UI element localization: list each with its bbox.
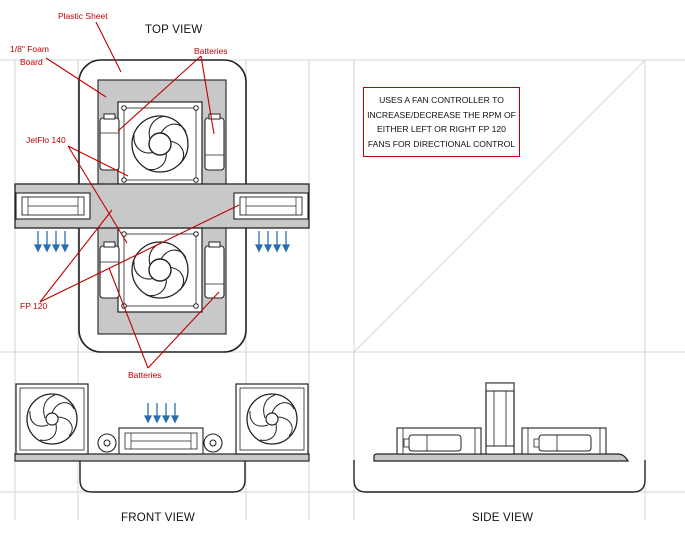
side-view-title: SIDE VIEW bbox=[472, 512, 534, 524]
leader-lines bbox=[39, 21, 240, 369]
airflow-arrows-front bbox=[143, 403, 180, 424]
label-jetflo: JetFlo 140 bbox=[26, 135, 66, 145]
top-view bbox=[14, 59, 310, 353]
battery bbox=[408, 434, 462, 452]
label-batteries-bottom: Batteries bbox=[128, 370, 162, 380]
hull-skirt-front bbox=[79, 460, 246, 493]
note-line: FANS FOR DIRECTIONAL CONTROL bbox=[367, 138, 516, 149]
label-plastic-sheet: Plastic Sheet bbox=[58, 11, 108, 21]
top-view-title: TOP VIEW bbox=[145, 24, 203, 36]
front-view bbox=[14, 383, 310, 493]
side-view bbox=[353, 382, 646, 493]
label-batteries-top: Batteries bbox=[194, 46, 228, 56]
note-line: USES A FAN CONTROLLER TO bbox=[379, 95, 504, 105]
note-line: INCREASE/DECREASE THE RPM OF bbox=[367, 109, 516, 120]
airflow-arrows-right bbox=[254, 231, 291, 253]
battery bbox=[99, 245, 120, 299]
note-line: EITHER LEFT OR RIGHT FP 120 bbox=[377, 124, 506, 134]
fan-controller-note: USES A FAN CONTROLLER TO INCREASE/DECREA… bbox=[363, 87, 520, 157]
airflow-arrows-left bbox=[33, 231, 70, 253]
hull-skirt-side bbox=[353, 460, 646, 493]
battery bbox=[99, 117, 120, 171]
label-fp120: FP 120 bbox=[20, 301, 48, 311]
front-view-title: FRONT VIEW bbox=[121, 512, 195, 524]
label-foam-board-line1: 1/8" Foam bbox=[10, 44, 49, 54]
battery bbox=[204, 245, 225, 299]
battery bbox=[204, 117, 225, 171]
deck-side bbox=[373, 453, 630, 462]
battery bbox=[538, 434, 592, 452]
fp120-side bbox=[485, 382, 515, 455]
label-foam-board-line2: Board bbox=[20, 57, 43, 67]
deck-front bbox=[14, 453, 310, 462]
